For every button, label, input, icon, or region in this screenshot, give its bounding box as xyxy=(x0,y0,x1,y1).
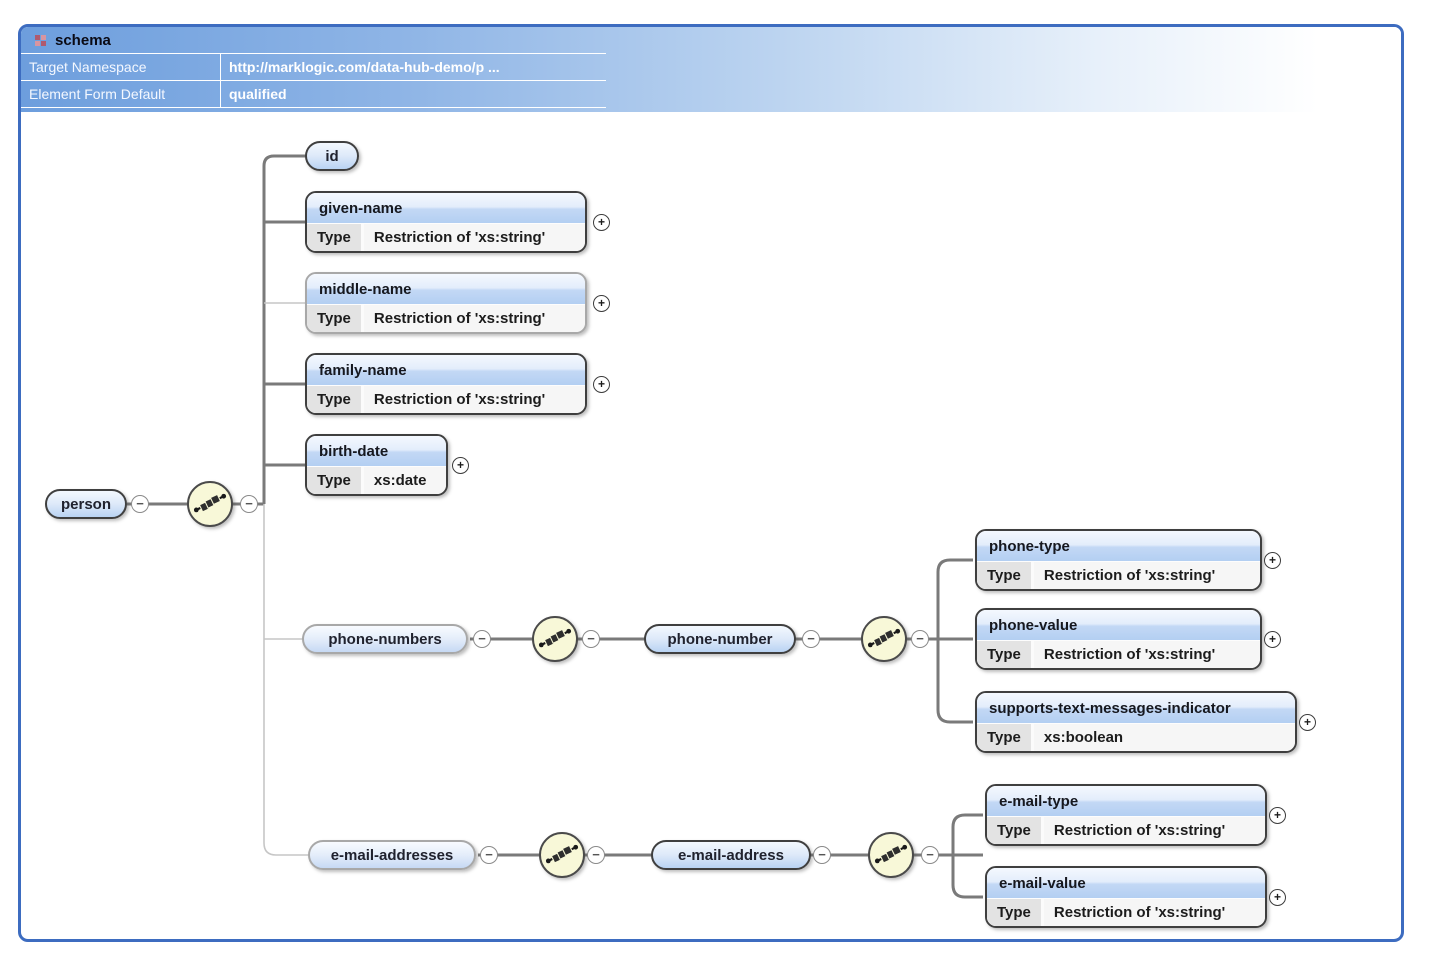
type-label: Type xyxy=(307,305,364,332)
type-label: Type xyxy=(307,467,364,494)
type-value: Restriction of 'xs:string' xyxy=(1053,822,1226,839)
collapse-toggle[interactable]: − xyxy=(473,630,491,648)
type-label: Type xyxy=(977,641,1034,668)
sequence-icon xyxy=(867,628,901,648)
schema-title: schema xyxy=(55,31,111,49)
element-e-mail-addresses[interactable]: e-mail-addresses xyxy=(308,840,476,870)
schema-field-label: Target Namespace xyxy=(21,54,221,80)
element-type-row: Type Restriction of 'xs:string' xyxy=(977,640,1260,668)
type-label: Type xyxy=(307,386,364,413)
element-e-mail-type[interactable]: e-mail-type Type Restriction of 'xs:stri… xyxy=(985,784,1267,846)
element-type-row: Type Restriction of 'xs:string' xyxy=(307,223,585,251)
element-name: phone-type xyxy=(977,531,1260,561)
element-type-row: Type Restriction of 'xs:string' xyxy=(987,816,1265,844)
type-value: Restriction of 'xs:string' xyxy=(373,391,546,408)
element-name: e-mail-type xyxy=(987,786,1265,816)
element-type-row: Type Restriction of 'xs:string' xyxy=(307,385,585,413)
element-type-row: Type xs:date xyxy=(307,466,446,494)
type-label: Type xyxy=(307,224,364,251)
collapse-toggle[interactable]: − xyxy=(911,630,929,648)
sequence-compositor[interactable] xyxy=(868,832,914,878)
type-label: Type xyxy=(987,817,1044,844)
type-value: Restriction of 'xs:string' xyxy=(1043,646,1216,663)
element-middle-name[interactable]: middle-name Type Restriction of 'xs:stri… xyxy=(305,272,587,334)
expand-toggle[interactable]: + xyxy=(1264,631,1281,648)
element-given-name[interactable]: given-name Type Restriction of 'xs:strin… xyxy=(305,191,587,253)
sequence-compositor[interactable] xyxy=(187,481,233,527)
collapse-toggle[interactable]: − xyxy=(921,846,939,864)
collapse-toggle[interactable]: − xyxy=(131,495,149,513)
element-phone-value[interactable]: phone-value Type Restriction of 'xs:stri… xyxy=(975,608,1262,670)
type-value: Restriction of 'xs:string' xyxy=(1053,904,1226,921)
element-family-name[interactable]: family-name Type Restriction of 'xs:stri… xyxy=(305,353,587,415)
expand-toggle[interactable]: + xyxy=(593,376,610,393)
element-type-row: Type Restriction of 'xs:string' xyxy=(977,561,1260,589)
sequence-compositor[interactable] xyxy=(532,616,578,662)
expand-toggle[interactable]: + xyxy=(452,457,469,474)
header-gradient-band xyxy=(21,27,1401,112)
element-type-row: Type Restriction of 'xs:string' xyxy=(307,304,585,332)
element-phone-numbers[interactable]: phone-numbers xyxy=(302,624,468,654)
element-name: e-mail-value xyxy=(987,868,1265,898)
collapse-toggle[interactable]: − xyxy=(240,495,258,513)
element-name: given-name xyxy=(307,193,585,223)
type-value: Restriction of 'xs:string' xyxy=(373,229,546,246)
expand-toggle[interactable]: + xyxy=(593,295,610,312)
schema-field-value[interactable]: http://marklogic.com/data-hub-demo/p ... xyxy=(229,59,500,75)
type-value: xs:boolean xyxy=(1043,729,1124,746)
type-label: Type xyxy=(977,562,1034,589)
sequence-icon xyxy=(545,844,579,864)
schema-field-row: Target Namespace http://marklogic.com/da… xyxy=(21,54,606,81)
schema-field-value[interactable]: qualified xyxy=(229,86,287,102)
element-name: phone-value xyxy=(977,610,1260,640)
type-value: Restriction of 'xs:string' xyxy=(373,310,546,327)
expand-toggle[interactable]: + xyxy=(1264,552,1281,569)
type-label: Type xyxy=(977,724,1034,751)
element-phone-number[interactable]: phone-number xyxy=(644,624,796,654)
element-name: middle-name xyxy=(307,274,585,304)
element-name: birth-date xyxy=(307,436,446,466)
expand-toggle[interactable]: + xyxy=(1269,807,1286,824)
sequence-icon xyxy=(874,844,908,864)
element-birth-date[interactable]: birth-date Type xs:date xyxy=(305,434,448,496)
element-phone-type[interactable]: phone-type Type Restriction of 'xs:strin… xyxy=(975,529,1262,591)
element-type-row: Type xs:boolean xyxy=(977,723,1295,751)
sequence-icon xyxy=(193,493,227,513)
collapse-toggle[interactable]: − xyxy=(582,630,600,648)
collapse-toggle[interactable]: − xyxy=(802,630,820,648)
element-e-mail-address[interactable]: e-mail-address xyxy=(651,840,811,870)
sequence-compositor[interactable] xyxy=(539,832,585,878)
collapse-toggle[interactable]: − xyxy=(587,846,605,864)
type-value: Restriction of 'xs:string' xyxy=(1043,567,1216,584)
element-person[interactable]: person xyxy=(45,489,127,519)
schema-properties-table: schema Target Namespace http://marklogic… xyxy=(21,27,606,108)
type-value: xs:date xyxy=(373,472,427,489)
expand-toggle[interactable]: + xyxy=(1299,714,1316,731)
schema-field-label: Element Form Default xyxy=(21,81,221,107)
sequence-icon xyxy=(538,628,572,648)
element-supports-text-messages-indicator[interactable]: supports-text-messages-indicator Type xs… xyxy=(975,691,1297,753)
type-label: Type xyxy=(987,899,1044,926)
expand-toggle[interactable]: + xyxy=(1269,889,1286,906)
schema-title-row[interactable]: schema xyxy=(21,27,606,54)
element-name: family-name xyxy=(307,355,585,385)
grid-icon xyxy=(35,34,46,46)
element-type-row: Type Restriction of 'xs:string' xyxy=(987,898,1265,926)
element-id[interactable]: id xyxy=(305,141,359,171)
schema-field-row: Element Form Default qualified xyxy=(21,81,606,108)
element-name: supports-text-messages-indicator xyxy=(977,693,1295,723)
collapse-toggle[interactable]: − xyxy=(813,846,831,864)
collapse-toggle[interactable]: − xyxy=(480,846,498,864)
expand-toggle[interactable]: + xyxy=(593,214,610,231)
sequence-compositor[interactable] xyxy=(861,616,907,662)
element-e-mail-value[interactable]: e-mail-value Type Restriction of 'xs:str… xyxy=(985,866,1267,928)
